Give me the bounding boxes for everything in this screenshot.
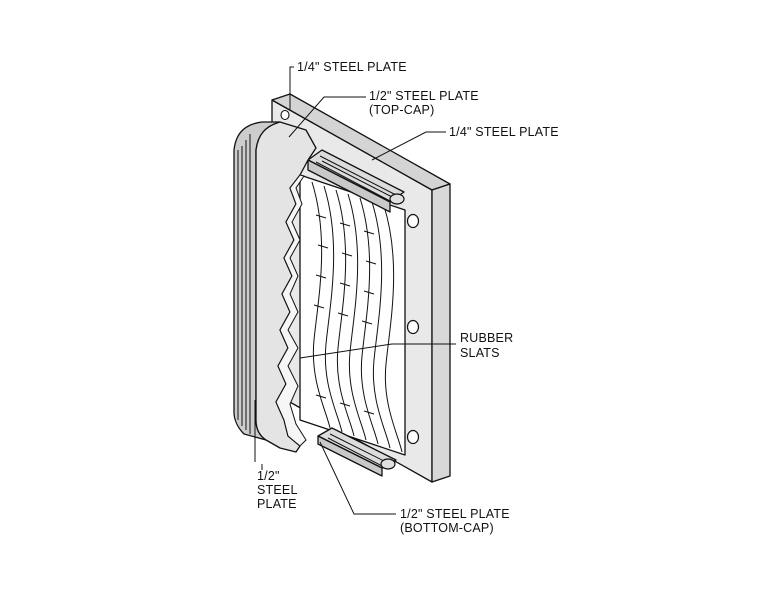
label-right-plate: 1/4" STEEL PLATE (449, 125, 559, 139)
front-steel-plate (233, 121, 317, 453)
label-rubber-line1: RUBBER (460, 331, 513, 345)
label-rubber-line2: SLATS (460, 346, 500, 360)
top-cap (307, 149, 405, 213)
label-top-cap-line2: (TOP-CAP) (369, 103, 434, 117)
rubber-slats (299, 174, 406, 456)
label-front-plate-line2: STEEL (257, 483, 298, 497)
label-top-back-plate: 1/4" STEEL PLATE (297, 60, 407, 74)
label-top-cap-line1: 1/2" STEEL PLATE (369, 89, 479, 103)
bottom-cap (317, 427, 397, 477)
labels: 1/4" STEEL PLATE 1/2" STEEL PLATE (TOP-C… (257, 60, 559, 535)
label-front-plate-line1: 1/2" (257, 469, 280, 483)
leader-lines (254, 66, 456, 515)
label-front-plate-line3: PLATE (257, 497, 297, 511)
label-bottom-cap-line1: 1/2" STEEL PLATE (400, 507, 510, 521)
label-bottom-cap-line2: (BOTTOM-CAP) (400, 521, 494, 535)
bolt-holes (280, 109, 420, 445)
